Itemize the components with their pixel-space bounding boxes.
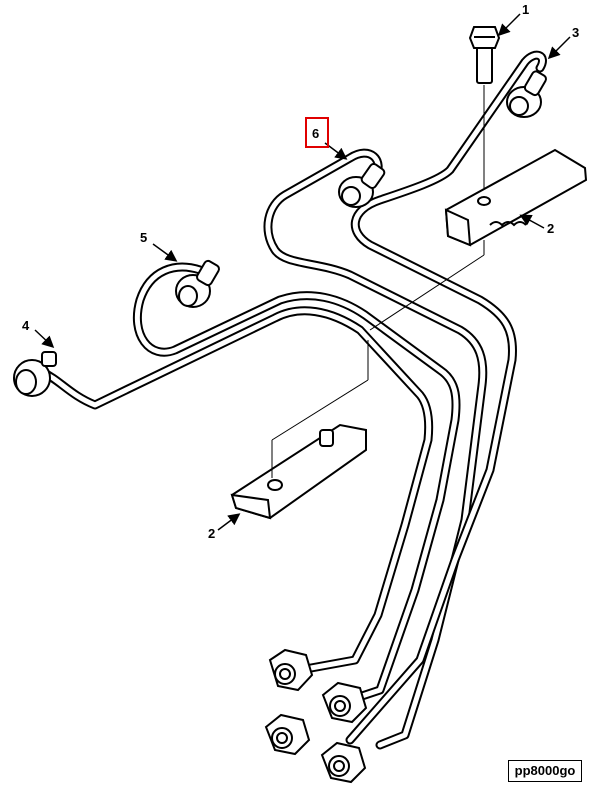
outlet-fitting-2 (321, 681, 368, 724)
outlet-fitting-1 (268, 648, 314, 692)
callout-2-upper: 2 (547, 221, 554, 236)
clamp-lower (230, 340, 369, 520)
callout-6-highlight-box (305, 117, 329, 148)
inlet-fitting-5 (175, 259, 220, 308)
callout-4: 4 (22, 318, 30, 333)
inlet-fitting-4 (13, 351, 57, 397)
outlet-fitting-3 (264, 713, 311, 756)
clamp-upper (369, 148, 588, 331)
outlet-fitting-4 (320, 741, 367, 784)
callout-2-lower: 2 (208, 526, 215, 541)
callout-3: 3 (572, 25, 579, 40)
callout-5: 5 (140, 230, 147, 245)
callout-1: 1 (522, 2, 529, 17)
inlet-fitting-6 (338, 162, 386, 208)
callout-6: 6 (312, 126, 319, 141)
bolt (468, 26, 501, 200)
fuel-line-4 (37, 306, 434, 675)
fuel-line-tubes (37, 50, 547, 750)
drawing-code-label: pp8000go (508, 760, 582, 782)
inlet-fitting-3 (506, 70, 547, 118)
